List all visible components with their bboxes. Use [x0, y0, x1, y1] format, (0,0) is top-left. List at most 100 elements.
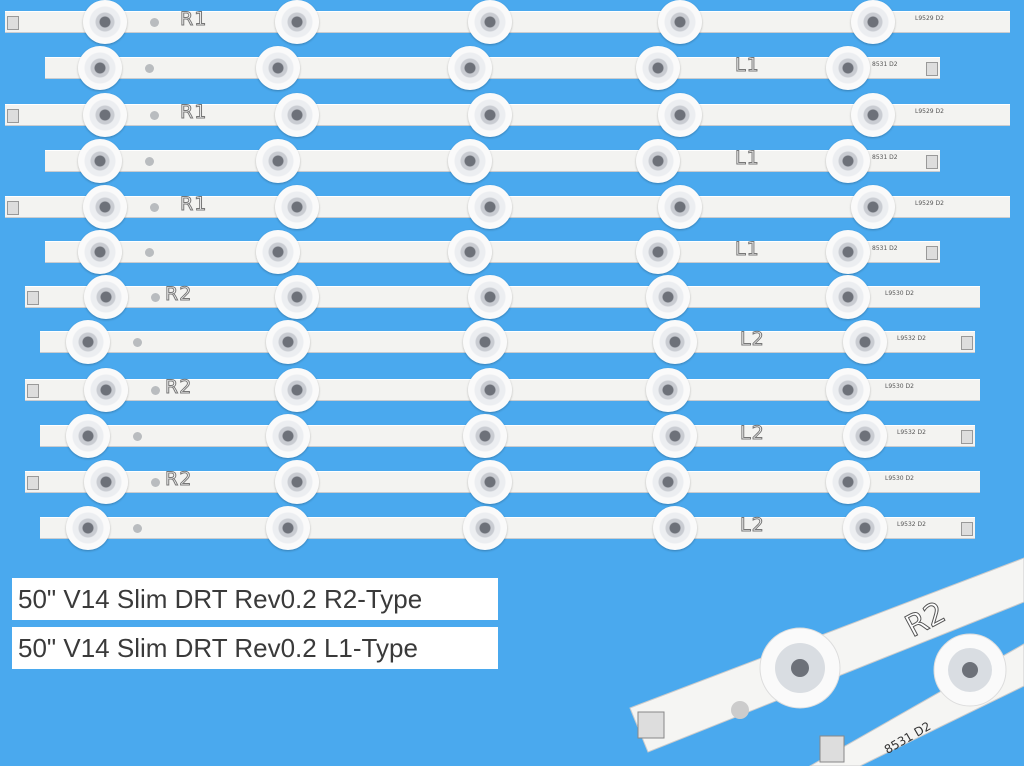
- connector: [961, 430, 973, 444]
- led-lens: [843, 506, 887, 550]
- mount-hole: [145, 248, 154, 257]
- led-lens: [84, 275, 128, 319]
- strip-part-code: L9529 D2: [915, 200, 944, 207]
- caption-r2-type: 50" V14 Slim DRT Rev0.2 R2-Type: [12, 578, 498, 620]
- led-lens: [851, 185, 895, 229]
- strip-type-label: L2: [740, 422, 765, 445]
- led-strip-r1: R1 L9529 D2: [5, 0, 1010, 44]
- connector: [961, 522, 973, 536]
- strip-part-code: 8531 D2: [872, 154, 898, 161]
- strip-type-label: L2: [740, 328, 765, 351]
- strip-type-label: L1: [735, 238, 760, 261]
- led-lens: [266, 506, 310, 550]
- closeup-connector: [637, 711, 665, 739]
- strip-type-label: R2: [164, 376, 193, 399]
- led-lens: [256, 230, 300, 274]
- connector: [926, 62, 938, 76]
- led-lens: [636, 230, 680, 274]
- mount-hole: [151, 478, 160, 487]
- led-lens: [851, 0, 895, 44]
- led-lens: [636, 139, 680, 183]
- led-lens: [78, 230, 122, 274]
- led-lens: [468, 93, 512, 137]
- strip-part-code: L9530 D2: [885, 475, 914, 482]
- led-lens: [826, 139, 870, 183]
- led-lens: [653, 320, 697, 364]
- led-lens: [266, 320, 310, 364]
- led-lens: [646, 460, 690, 504]
- led-lens: [646, 368, 690, 412]
- led-lens: [66, 320, 110, 364]
- strip-type-label: R1: [179, 8, 208, 31]
- led-lens: [275, 93, 319, 137]
- led-lens: [826, 460, 870, 504]
- led-strip-l1: L1 8531 D2: [45, 230, 940, 274]
- led-lens: [83, 185, 127, 229]
- led-lens: [468, 0, 512, 44]
- mount-hole: [151, 386, 160, 395]
- led-lens: [448, 46, 492, 90]
- led-lens: [843, 414, 887, 458]
- led-lens: [851, 93, 895, 137]
- mount-hole: [151, 293, 160, 302]
- led-lens: [275, 460, 319, 504]
- strip-part-code: 8531 D2: [872, 245, 898, 252]
- mount-hole: [145, 64, 154, 73]
- strip-part-code: L9529 D2: [915, 108, 944, 115]
- strip-part-code: L9532 D2: [897, 429, 926, 436]
- connector: [961, 336, 973, 350]
- led-lens: [275, 185, 319, 229]
- strip-part-code: L9529 D2: [915, 15, 944, 22]
- led-lens: [826, 368, 870, 412]
- strip-part-code: L9532 D2: [897, 335, 926, 342]
- led-lens: [468, 368, 512, 412]
- led-strip-r1: R1 L9529 D2: [5, 93, 1010, 137]
- mount-hole: [133, 432, 142, 441]
- strip-type-label: L1: [735, 147, 760, 170]
- led-lens: [84, 368, 128, 412]
- led-lens: [78, 46, 122, 90]
- strip-part-code: 8531 D2: [872, 61, 898, 68]
- led-strip-l2: L2 L9532 D2: [40, 414, 975, 458]
- led-lens: [66, 414, 110, 458]
- led-lens: [448, 230, 492, 274]
- strip-part-code: L9530 D2: [885, 383, 914, 390]
- led-lens: [83, 0, 127, 44]
- mount-hole: [150, 111, 159, 120]
- connector: [926, 155, 938, 169]
- led-lens: [256, 46, 300, 90]
- led-lens: [275, 275, 319, 319]
- led-lens: [658, 185, 702, 229]
- connector: [7, 201, 19, 215]
- led-lens: [653, 506, 697, 550]
- strip-type-label: R2: [164, 468, 193, 491]
- led-lens: [256, 139, 300, 183]
- strip-type-label: R2: [164, 283, 193, 306]
- led-lens: [275, 368, 319, 412]
- mount-hole: [133, 338, 142, 347]
- mount-hole: [150, 18, 159, 27]
- led-lens: [448, 139, 492, 183]
- led-lens: [463, 506, 507, 550]
- strip-part-code: L9530 D2: [885, 290, 914, 297]
- led-strip-r2: R2 L9530 D2: [25, 368, 980, 412]
- mount-hole: [133, 524, 142, 533]
- led-lens: [826, 275, 870, 319]
- led-lens: [468, 460, 512, 504]
- led-lens: [66, 506, 110, 550]
- led-lens: [275, 0, 319, 44]
- led-lens: [78, 139, 122, 183]
- led-strip-l2: L2 L9532 D2: [40, 320, 975, 364]
- led-lens: [658, 0, 702, 44]
- mount-hole: [150, 203, 159, 212]
- led-lens: [843, 320, 887, 364]
- led-strip-r2: R2 L9530 D2: [25, 275, 980, 319]
- led-lens: [636, 46, 680, 90]
- led-lens: [84, 460, 128, 504]
- strip-type-label: R1: [179, 101, 208, 124]
- caption-l1-type: 50" V14 Slim DRT Rev0.2 L1-Type: [12, 627, 498, 669]
- strip-part-code: L9532 D2: [897, 521, 926, 528]
